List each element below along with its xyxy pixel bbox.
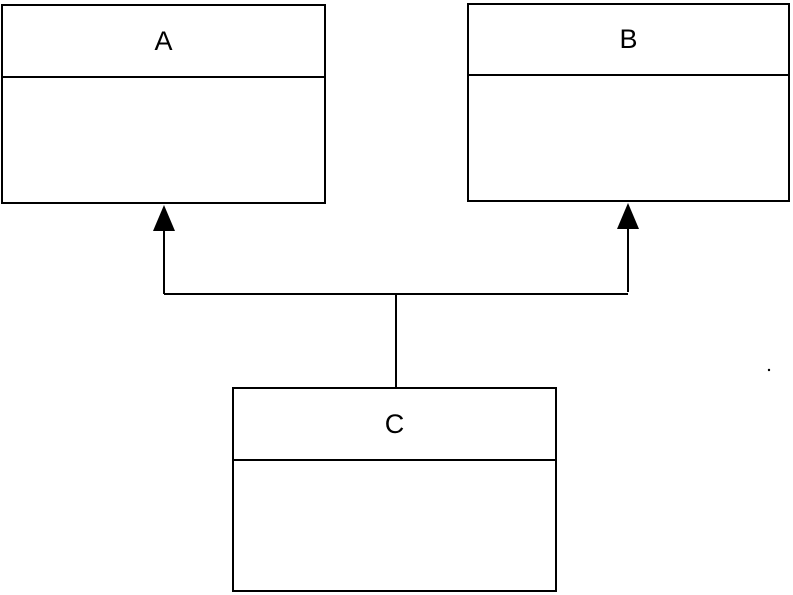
class-name-c: C <box>234 389 555 461</box>
class-box-a: A <box>1 4 326 204</box>
speck-dot <box>767 368 771 372</box>
arrowhead-b-icon <box>617 203 639 229</box>
class-name-b: B <box>469 5 788 76</box>
arrowhead-a-icon <box>153 205 175 231</box>
class-name-a: A <box>3 6 324 78</box>
class-box-c: C <box>232 387 557 592</box>
class-box-b: B <box>467 3 790 202</box>
